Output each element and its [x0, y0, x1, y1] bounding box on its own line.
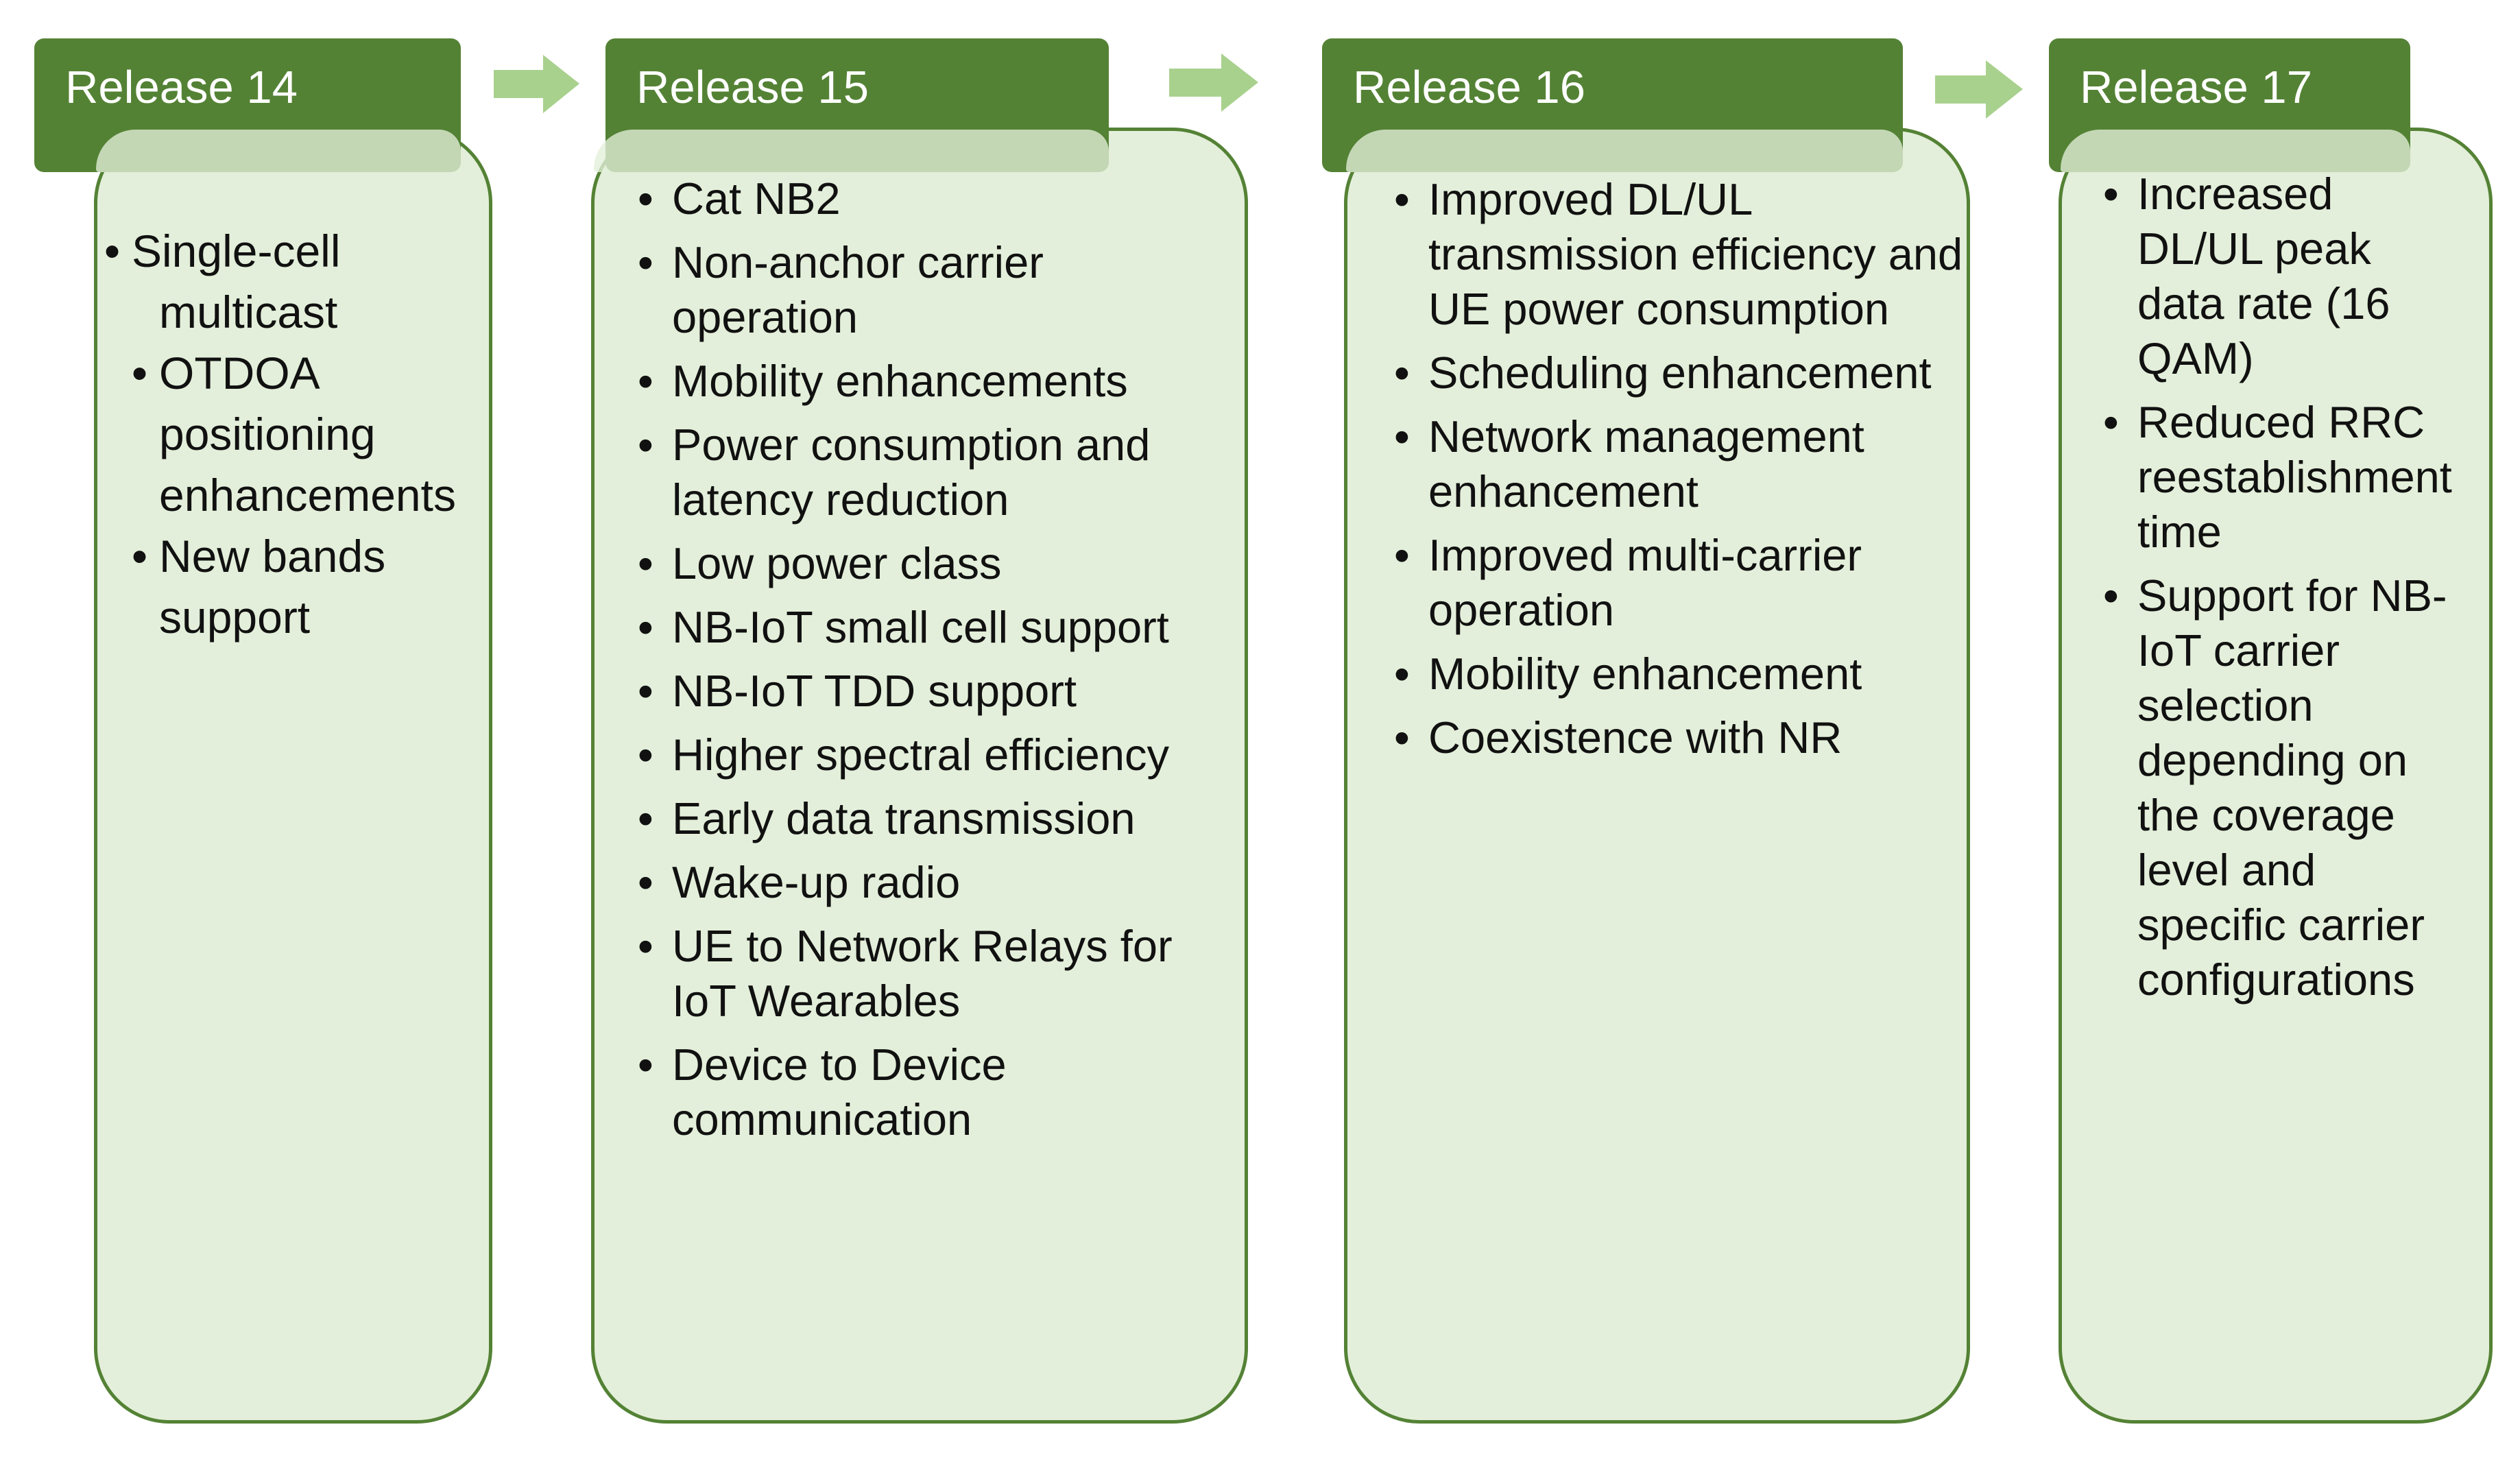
release-16-title: Release 16 — [1353, 62, 1585, 113]
list-item: Improved DL/UL transmission efficiency a… — [1394, 172, 1963, 337]
list-item: Scheduling enhancement — [1394, 346, 1963, 400]
list-item: Mobility enhancements — [638, 354, 1234, 409]
list-item: Non-anchor carrier operation — [638, 235, 1234, 345]
release-17-list: Increased DL/UL peak data rate (16 QAM) … — [2103, 167, 2453, 1016]
release-17-header-overlap — [2061, 130, 2410, 172]
right-arrow-icon — [494, 55, 579, 113]
list-item: Mobility enhancement — [1394, 647, 1963, 701]
list-item: Network management enhancement — [1394, 409, 1963, 519]
list-item: Improved multi-carrier operation — [1394, 528, 1963, 638]
list-item: Low power class — [638, 536, 1234, 591]
list-item: UE to Network Relays for IoT Wearables — [638, 919, 1234, 1029]
right-arrow-icon — [1935, 60, 2023, 119]
list-item: Single-cell multicast — [132, 221, 475, 343]
list-item: Increased DL/UL peak data rate (16 QAM) — [2103, 167, 2453, 386]
release-17-title: Release 17 — [2080, 62, 2312, 113]
release-16-list: Improved DL/UL transmission efficiency a… — [1394, 172, 1963, 774]
list-item: Power consumption and latency reduction — [638, 418, 1234, 527]
release-16-header-overlap — [1346, 130, 1903, 172]
list-item: Coexistence with NR — [1394, 710, 1963, 765]
release-16-body — [1344, 128, 1970, 1424]
list-item: Early data transmission — [638, 791, 1234, 846]
list-item: Reduced RRC reestablishment time — [2103, 395, 2453, 560]
list-item: NB-IoT small cell support — [638, 600, 1234, 655]
release-15-list: Cat NB2 Non-anchor carrier operation Mob… — [638, 171, 1234, 1156]
release-15-title: Release 15 — [636, 62, 869, 113]
list-item: Wake-up radio — [638, 855, 1234, 910]
release-14-title: Release 14 — [65, 62, 298, 113]
release-15-header-overlap — [594, 130, 1109, 172]
list-item: Support for NB-IoT carrier selection dep… — [2103, 568, 2453, 1007]
list-item: Higher spectral efficiency — [638, 728, 1234, 782]
release-14-header-overlap — [96, 130, 461, 172]
list-item: Cat NB2 — [638, 171, 1234, 226]
release-14-list: Single-cell multicast OTDOA positioning … — [132, 221, 475, 648]
list-item: New bands support — [132, 526, 475, 648]
list-item: OTDOA positioning enhancements — [132, 343, 475, 526]
list-item: Device to Device communication — [638, 1037, 1234, 1147]
list-item: NB-IoT TDD support — [638, 664, 1234, 719]
right-arrow-icon — [1169, 53, 1258, 112]
